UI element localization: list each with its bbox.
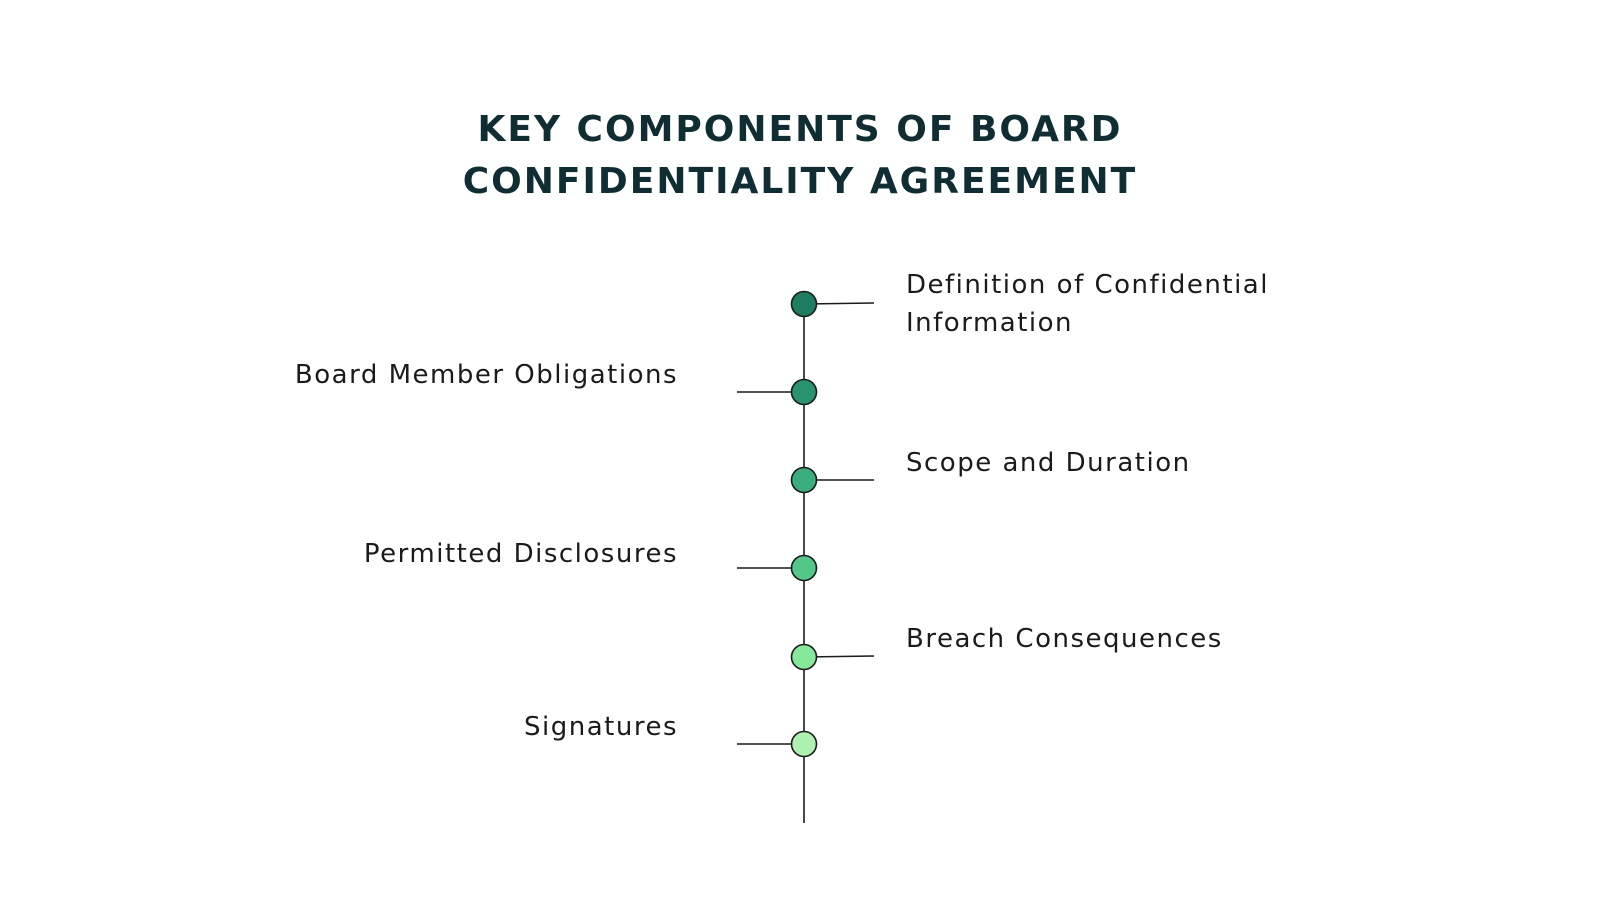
milestone-label-scope: Scope and Duration <box>906 444 1191 482</box>
milestone-dot <box>790 730 818 758</box>
label-line: Breach Consequences <box>906 624 1223 654</box>
milestone-4 <box>737 554 818 582</box>
label-line: Definition of Confidential <box>906 270 1269 300</box>
label-line: Permitted Disclosures <box>363 539 678 569</box>
milestone-dot <box>790 643 818 671</box>
milestone-dot <box>790 554 818 582</box>
milestone-label-definition: Definition of Confidential Information <box>906 266 1269 342</box>
milestone-2 <box>737 378 818 406</box>
milestone-5 <box>790 643 875 671</box>
milestone-label-obligations: Board Member Obligations <box>295 356 678 394</box>
milestone-label-breach: Breach Consequences <box>906 620 1223 658</box>
title-line-2: CONFIDENTIALITY AGREEMENT <box>462 161 1138 202</box>
label-line: Signatures <box>524 712 678 742</box>
milestone-label-signatures: Signatures <box>524 708 678 746</box>
diagram-title: KEY COMPONENTS OF BOARD CONFIDENTIALITY … <box>0 104 1600 208</box>
milestone-label-disclosures: Permitted Disclosures <box>364 535 678 573</box>
milestone-dot <box>790 290 818 318</box>
milestone-dot <box>790 466 818 494</box>
milestone-1 <box>790 290 875 318</box>
milestone-3 <box>790 466 874 494</box>
label-line: Board Member Obligations <box>294 360 678 390</box>
milestone-6 <box>737 730 818 758</box>
title-line-1: KEY COMPONENTS OF BOARD <box>477 109 1123 150</box>
label-line: Information <box>906 308 1074 338</box>
label-line: Scope and Duration <box>906 448 1191 478</box>
milestone-dot <box>790 378 818 406</box>
